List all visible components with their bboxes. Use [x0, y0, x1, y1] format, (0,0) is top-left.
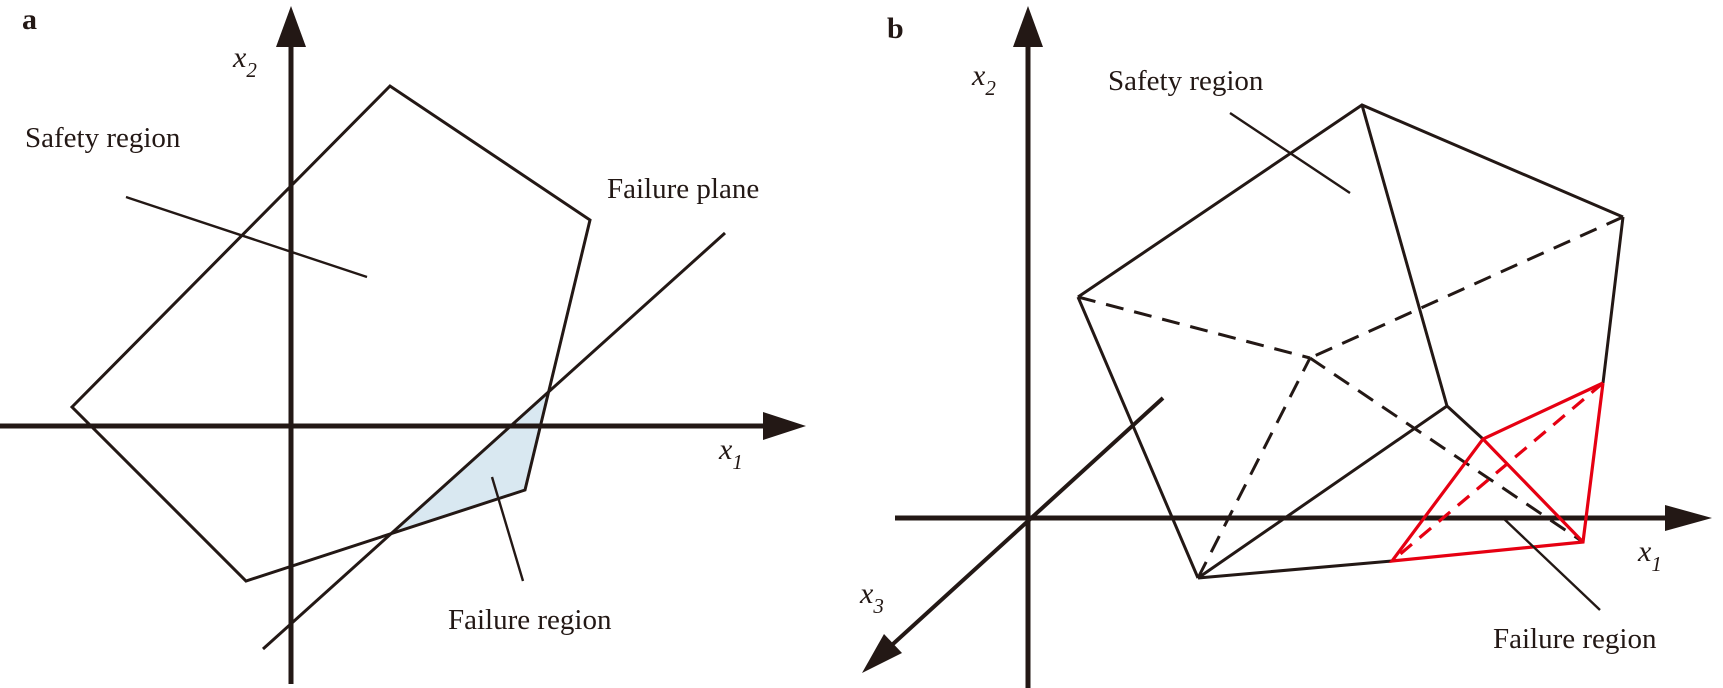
x1-axis-letter: x [718, 433, 733, 466]
panel-a: a Safety region Failure plane Failure re… [0, 3, 806, 684]
x2-axis-label: x2 [971, 59, 996, 100]
safety-region-label: Safety region [1108, 65, 1264, 97]
x1-axis-subscript: 1 [1651, 552, 1662, 576]
x1-axis-letter: x [1637, 535, 1652, 568]
x2-axis-letter: x [971, 59, 986, 92]
x2-axis-label: x2 [232, 41, 257, 82]
failure-plane-line [261, 231, 727, 651]
x1-axis-subscript: 1 [732, 450, 743, 474]
x1-axis-arrowhead-icon [763, 412, 806, 440]
panel-b-letter: b [887, 12, 904, 45]
x1-axis-label: x1 [1637, 535, 1662, 576]
x3-axis-letter: x [859, 577, 874, 610]
safety-region-pointer-line [125, 195, 368, 279]
x3-axis-subscript: 3 [872, 594, 884, 618]
x2-axis-arrowhead-icon [276, 6, 306, 47]
failure-region-label: Failure region [1493, 623, 1657, 655]
x2-axis-letter: x [232, 41, 247, 74]
failure-region-pointer-line [1501, 516, 1601, 611]
safety-region-pointer-line [1229, 112, 1351, 194]
safety-polyhedron-hidden-edges [1077, 215, 1624, 579]
panel-a-letter: a [22, 3, 37, 36]
x2-axis-arrowhead-icon [1013, 6, 1043, 47]
x1-axis-label: x1 [718, 433, 743, 474]
x3-axis-arrowhead-icon [862, 634, 902, 673]
failure-region-pointer-line [490, 476, 525, 582]
panel-b: b Safety region Failure region x2 x1 x3 [859, 6, 1712, 688]
failure-plane-label: Failure plane [607, 173, 759, 205]
x3-axis-line [891, 396, 1165, 646]
x2-axis-subscript: 2 [246, 58, 257, 82]
safety-region-polygon [69, 84, 592, 583]
safety-region-label: Safety region [25, 122, 181, 154]
x3-axis-label: x3 [859, 577, 884, 618]
failure-region-label: Failure region [448, 604, 612, 636]
failure-region-tetrahedron-hidden-edge [1390, 381, 1605, 563]
x2-axis-subscript: 2 [985, 76, 996, 100]
safety-polyhedron-solid-edges [1076, 103, 1625, 580]
x1-axis-arrowhead-icon [1665, 505, 1712, 531]
